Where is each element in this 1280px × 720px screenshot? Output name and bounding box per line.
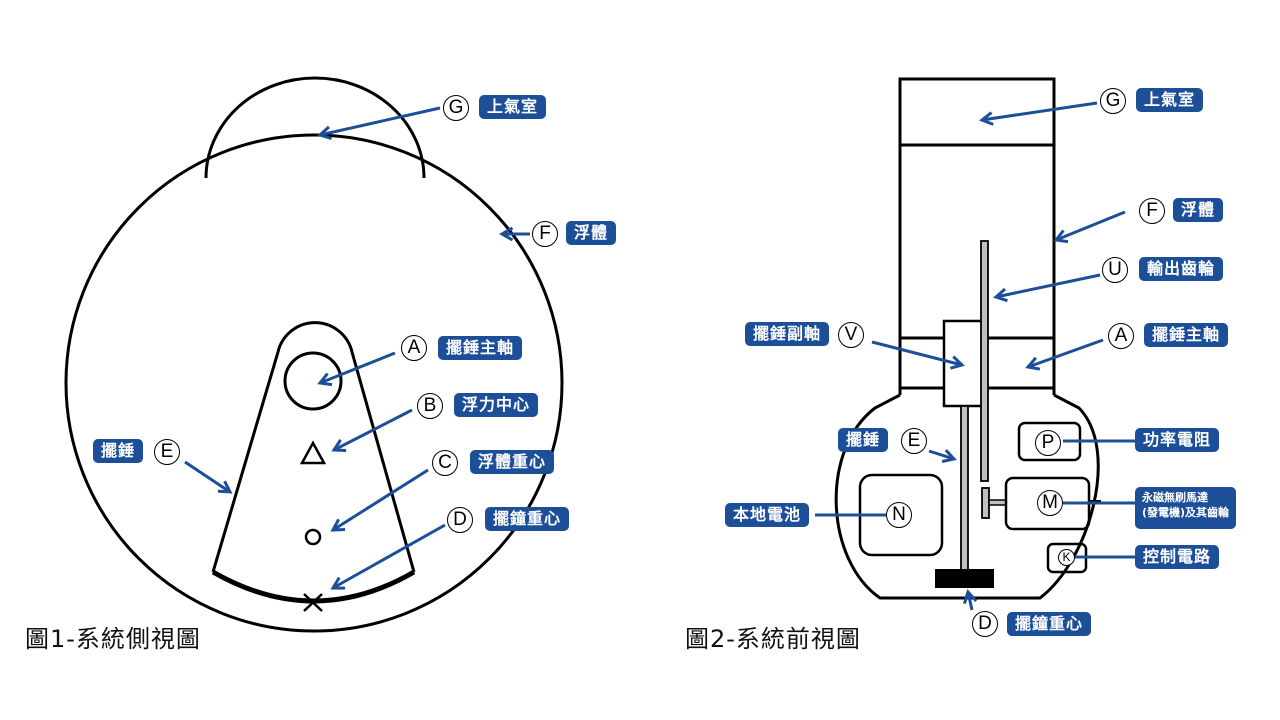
arrow-d2: [962, 589, 978, 611]
arrow-a2: [1025, 338, 1104, 371]
callout-f2-letter: F: [1139, 198, 1165, 224]
callout-k-letter: K: [1058, 549, 1075, 566]
callout-m-letter: M: [1037, 490, 1063, 516]
arrow-g: [317, 106, 441, 140]
label-upper-air-chamber-2: 上氣室: [1136, 88, 1204, 112]
callout-a2-letter: A: [1108, 323, 1134, 349]
upper-air-chamber-outline: [204, 76, 426, 179]
label-secondary-shaft: 擺錘副軸: [745, 322, 830, 346]
callout-d2-letter: D: [972, 611, 998, 637]
label-pendulum-2: 擺錘: [838, 428, 889, 452]
label-local-battery: 本地電池: [725, 503, 810, 527]
callout-a-letter: A: [401, 335, 427, 361]
label-pendulum-gravity-center: 擺鐘重心: [485, 507, 570, 531]
label-power-resistor: 功率電阻: [1135, 428, 1220, 452]
upper-air-chamber-box: [898, 77, 1056, 147]
label-upper-air-chamber: 上氣室: [479, 95, 547, 119]
figure1-side-view: [64, 76, 564, 633]
arrow-u: [993, 273, 1101, 303]
label-motor-line1: 永磁無刷馬達: [1142, 491, 1208, 504]
label-pendulum: 擺錘: [93, 439, 144, 463]
label-float-body: 浮體: [566, 221, 617, 245]
arrow-b: [331, 408, 413, 453]
label-motor-generator: 永磁無刷馬達 (發電機)及其齒輪: [1135, 487, 1237, 529]
float-upper-body: [898, 145, 1056, 395]
float-gravity-center-circle: [304, 528, 322, 546]
callout-d-letter: D: [447, 507, 473, 533]
callout-u-letter: U: [1102, 257, 1128, 283]
pendulum-weight: [935, 569, 994, 588]
pendulum-rod: [960, 405, 969, 571]
label-pendulum-gravity-center-2: 擺鐘重心: [1007, 612, 1092, 636]
arrow-v: [871, 340, 965, 370]
buoyancy-center-triangle: [299, 440, 327, 465]
callout-b-letter: B: [417, 393, 443, 419]
label-float-gravity-center: 浮體重心: [470, 450, 555, 474]
output-gear-rod: [980, 240, 989, 482]
main-shaft-circle: [283, 351, 343, 411]
callout-p-letter: P: [1035, 430, 1061, 456]
callout-n-letter: N: [886, 502, 912, 528]
label-motor-line2: (發電機)及其齒輪: [1142, 506, 1230, 519]
float-lower-body: [834, 393, 1100, 600]
label-float-body-2: 浮體: [1173, 198, 1224, 222]
arrow-c: [330, 468, 429, 532]
arrow-d: [330, 523, 446, 590]
callout-g2-letter: G: [1100, 88, 1126, 114]
label-output-gear: 輸出齒輪: [1139, 257, 1224, 281]
motor-gear: [981, 487, 990, 519]
callout-v-letter: V: [838, 322, 864, 348]
pendulum-base-arc: [211, 569, 416, 604]
label-buoyancy-center: 浮力中心: [454, 393, 539, 417]
pendulum-body-outline: [211, 321, 416, 573]
arrow-a: [317, 351, 396, 387]
arrow-f2: [1053, 210, 1126, 244]
label-main-shaft-2: 擺錘主軸: [1144, 323, 1229, 347]
arrow-e2: [928, 449, 957, 463]
motor-shaft: [988, 499, 1007, 506]
arrow-g2: [979, 101, 1098, 126]
callout-c-letter: C: [432, 450, 458, 476]
figure2-front-view: [815, 77, 1135, 611]
secondary-shaft-box: [942, 319, 984, 408]
arrow-e: [184, 460, 233, 494]
callout-g-letter: G: [443, 95, 469, 121]
label-control-circuit: 控制電路: [1135, 545, 1220, 569]
label-main-shaft: 擺錘主軸: [438, 336, 523, 360]
callout-e-letter: E: [154, 439, 180, 465]
figure2-caption: 圖2-系統前視圖: [685, 625, 861, 653]
callout-e2-letter: E: [901, 428, 927, 454]
float-body-outline: [64, 133, 564, 633]
callout-f-letter: F: [532, 221, 558, 247]
figure1-caption: 圖1-系統側視圖: [25, 625, 201, 653]
pendulum-gravity-center-cross: [303, 593, 323, 612]
